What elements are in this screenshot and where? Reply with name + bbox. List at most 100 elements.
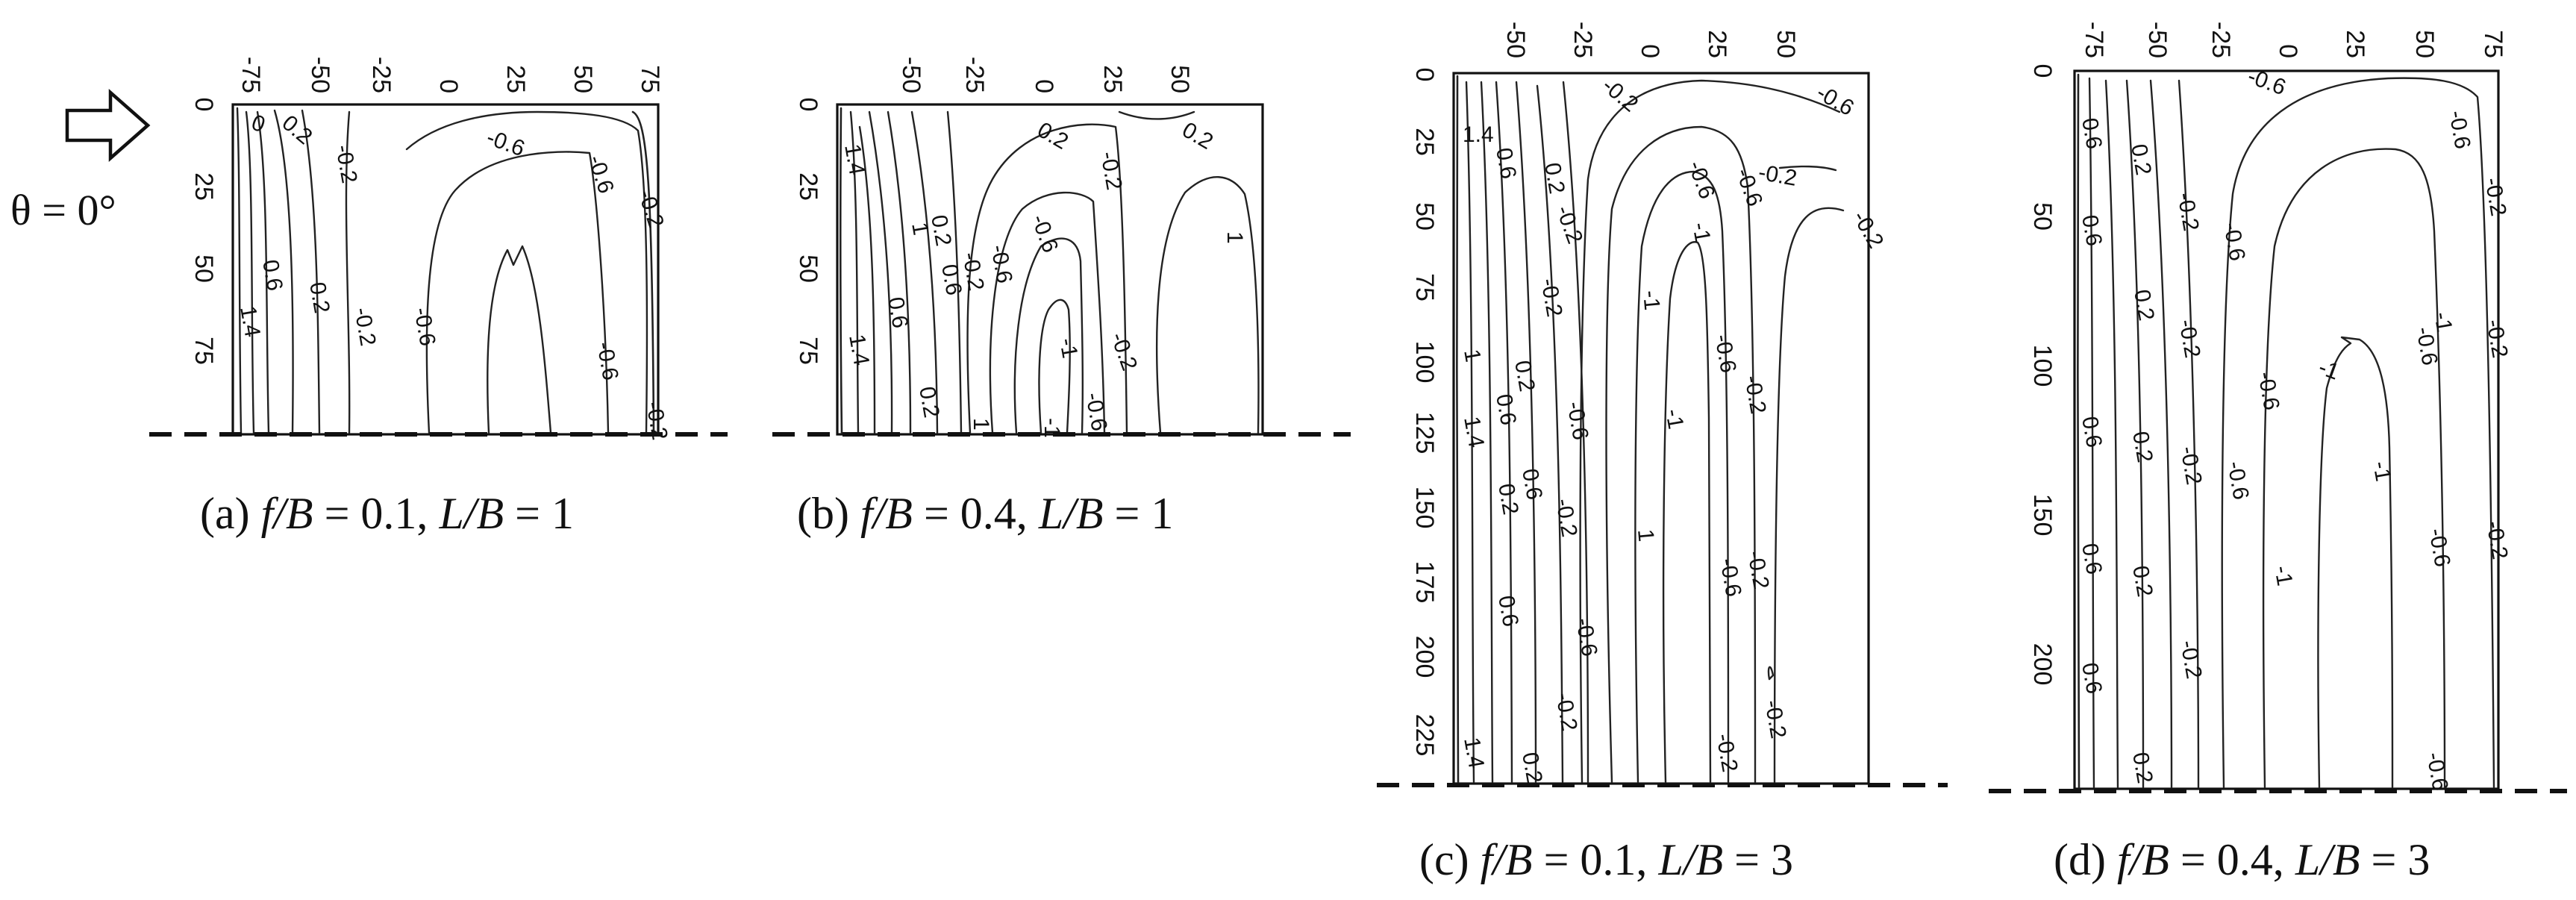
contour-line	[1456, 75, 1460, 784]
contour-label: -0.6	[2222, 459, 2253, 501]
x-tick-label: 25	[2341, 30, 2369, 58]
x-tick-label: 50	[1772, 30, 1800, 58]
contour-line	[1562, 81, 1589, 784]
x-tick-label: -25	[367, 57, 396, 93]
y-tick-label: 100	[1410, 341, 1439, 384]
contour-plot-c: -50 -25 0 25 50 0 25 50 75 100 125 150 1…	[1377, 22, 1948, 787]
x-tick-label: -50	[1501, 22, 1530, 58]
contour-line	[2125, 79, 2145, 789]
contour-label: 0.6	[2077, 660, 2107, 696]
x-tick-label: -25	[1569, 22, 1597, 58]
contour-label: 1	[969, 418, 993, 431]
contour-label: -0.6	[2422, 750, 2452, 793]
contour-label: -1	[2429, 310, 2457, 334]
contour-line	[1515, 81, 1537, 784]
y-tick-label: 175	[1410, 561, 1439, 604]
contour-line	[405, 110, 648, 434]
y-tick-label: 50	[1410, 202, 1439, 231]
x-tick-label: -25	[960, 57, 989, 93]
contour-label: -0.2	[2175, 638, 2206, 681]
contour-label: -0.2	[2481, 519, 2512, 561]
contour-label: 1	[1222, 231, 1247, 244]
contour-line	[2077, 73, 2081, 789]
contour-line	[487, 245, 552, 434]
contour-label: -0.2	[2175, 444, 2206, 487]
contour-line	[256, 110, 270, 434]
contour-line	[1013, 237, 1084, 434]
contour-line	[2149, 79, 2173, 789]
contour-label: 0.6	[2077, 213, 2107, 248]
y-tick-label: 125	[1410, 412, 1439, 454]
caption-c: (c) f/B = 0.1, L/B = 3	[1419, 835, 1793, 884]
contour-label: 1.4	[235, 304, 265, 339]
x-tick-label: 75	[636, 65, 664, 93]
contour-label: 1	[907, 220, 933, 237]
contour-label: 0.2	[2128, 563, 2157, 599]
contour-label: 1	[1633, 528, 1658, 543]
contour-label: -0.6	[2444, 108, 2475, 151]
x-tick-label: 0	[2274, 44, 2302, 58]
y-tick-label: 0	[1410, 68, 1439, 82]
contour-label: -1	[2269, 563, 2297, 587]
contour-line	[2088, 77, 2095, 789]
contour-label: -0.6	[2219, 220, 2249, 263]
contour-label: 0.6	[1493, 593, 1523, 628]
y-tick-label: 200	[1410, 636, 1439, 678]
contour-line	[2178, 79, 2200, 789]
x-tick-label: -50	[2143, 22, 2172, 58]
contour-label: -1	[1660, 407, 1688, 431]
wind-angle-label: θ = 0°	[10, 186, 116, 234]
y-tick-label: 0	[794, 98, 822, 112]
contour-line	[425, 151, 610, 434]
x-tick-label: 0	[434, 79, 463, 93]
contour-label: 1.4	[844, 332, 874, 367]
contour-label: 0.2	[1539, 160, 1569, 196]
contour-label: 0.2	[914, 384, 944, 419]
contour-line	[946, 110, 963, 434]
x-tick-label: -50	[897, 57, 925, 93]
contour-line	[989, 191, 1106, 434]
contour-label: -1	[1687, 220, 1715, 244]
contour-line	[1634, 170, 1730, 784]
x-tick-label: 0	[1636, 44, 1664, 58]
contour-plot-b: -50 -25 0 25 50 0 25 50 75 1.4 1 0.6 0.2…	[772, 57, 1351, 438]
contour-label: 0.2	[2129, 287, 2159, 322]
contour-label: 0.6	[2077, 541, 2107, 576]
x-tick-label: -75	[237, 57, 265, 93]
y-tick-label: 75	[190, 337, 218, 365]
contour-label: 0.2	[926, 213, 956, 248]
contour-line	[301, 109, 321, 434]
contour-label: 0.2	[1493, 481, 1523, 516]
contour-label: -0.6	[2424, 526, 2454, 569]
y-tick-label: 100	[2028, 345, 2057, 387]
contour-line	[236, 107, 243, 434]
contour-line	[1767, 666, 1775, 681]
contour-label: 0.6	[883, 295, 913, 330]
contour-label: -0.2	[2174, 317, 2204, 360]
x-tick-label: 75	[2479, 30, 2507, 58]
y-tick-label: 75	[1410, 273, 1439, 301]
x-tick-label: 25	[1703, 30, 1731, 58]
contour-line	[858, 125, 876, 434]
contour-line	[868, 110, 893, 434]
x-tick-label: 25	[501, 65, 530, 93]
contour-line	[840, 107, 843, 434]
contour-label: 0.6	[2077, 414, 2107, 449]
contour-line	[245, 110, 255, 434]
caption-d: (d) f/B = 0.4, L/B = 3	[2054, 835, 2430, 884]
contour-line	[1662, 241, 1712, 784]
contour-line	[966, 123, 1128, 434]
contour-label: -1	[1054, 336, 1082, 360]
contour-line	[887, 110, 912, 434]
y-tick-label: 50	[190, 254, 218, 283]
y-tick-label: 25	[1410, 128, 1439, 156]
y-tick-label: 25	[190, 172, 218, 201]
contour-plot-d: -75 -50 -25 0 25 50 75 0 50 100 150 200 …	[1989, 22, 2567, 793]
contour-label: -1	[2316, 355, 2342, 385]
contour-label: 0.2	[2126, 142, 2156, 177]
contour-label: 0.6	[937, 262, 966, 297]
contour-line	[631, 110, 655, 434]
caption-b: (b) f/B = 0.4, L/B = 1	[797, 489, 1174, 538]
contour-label: -0.2	[2481, 317, 2512, 360]
x-tick-label: 50	[1166, 65, 1194, 93]
